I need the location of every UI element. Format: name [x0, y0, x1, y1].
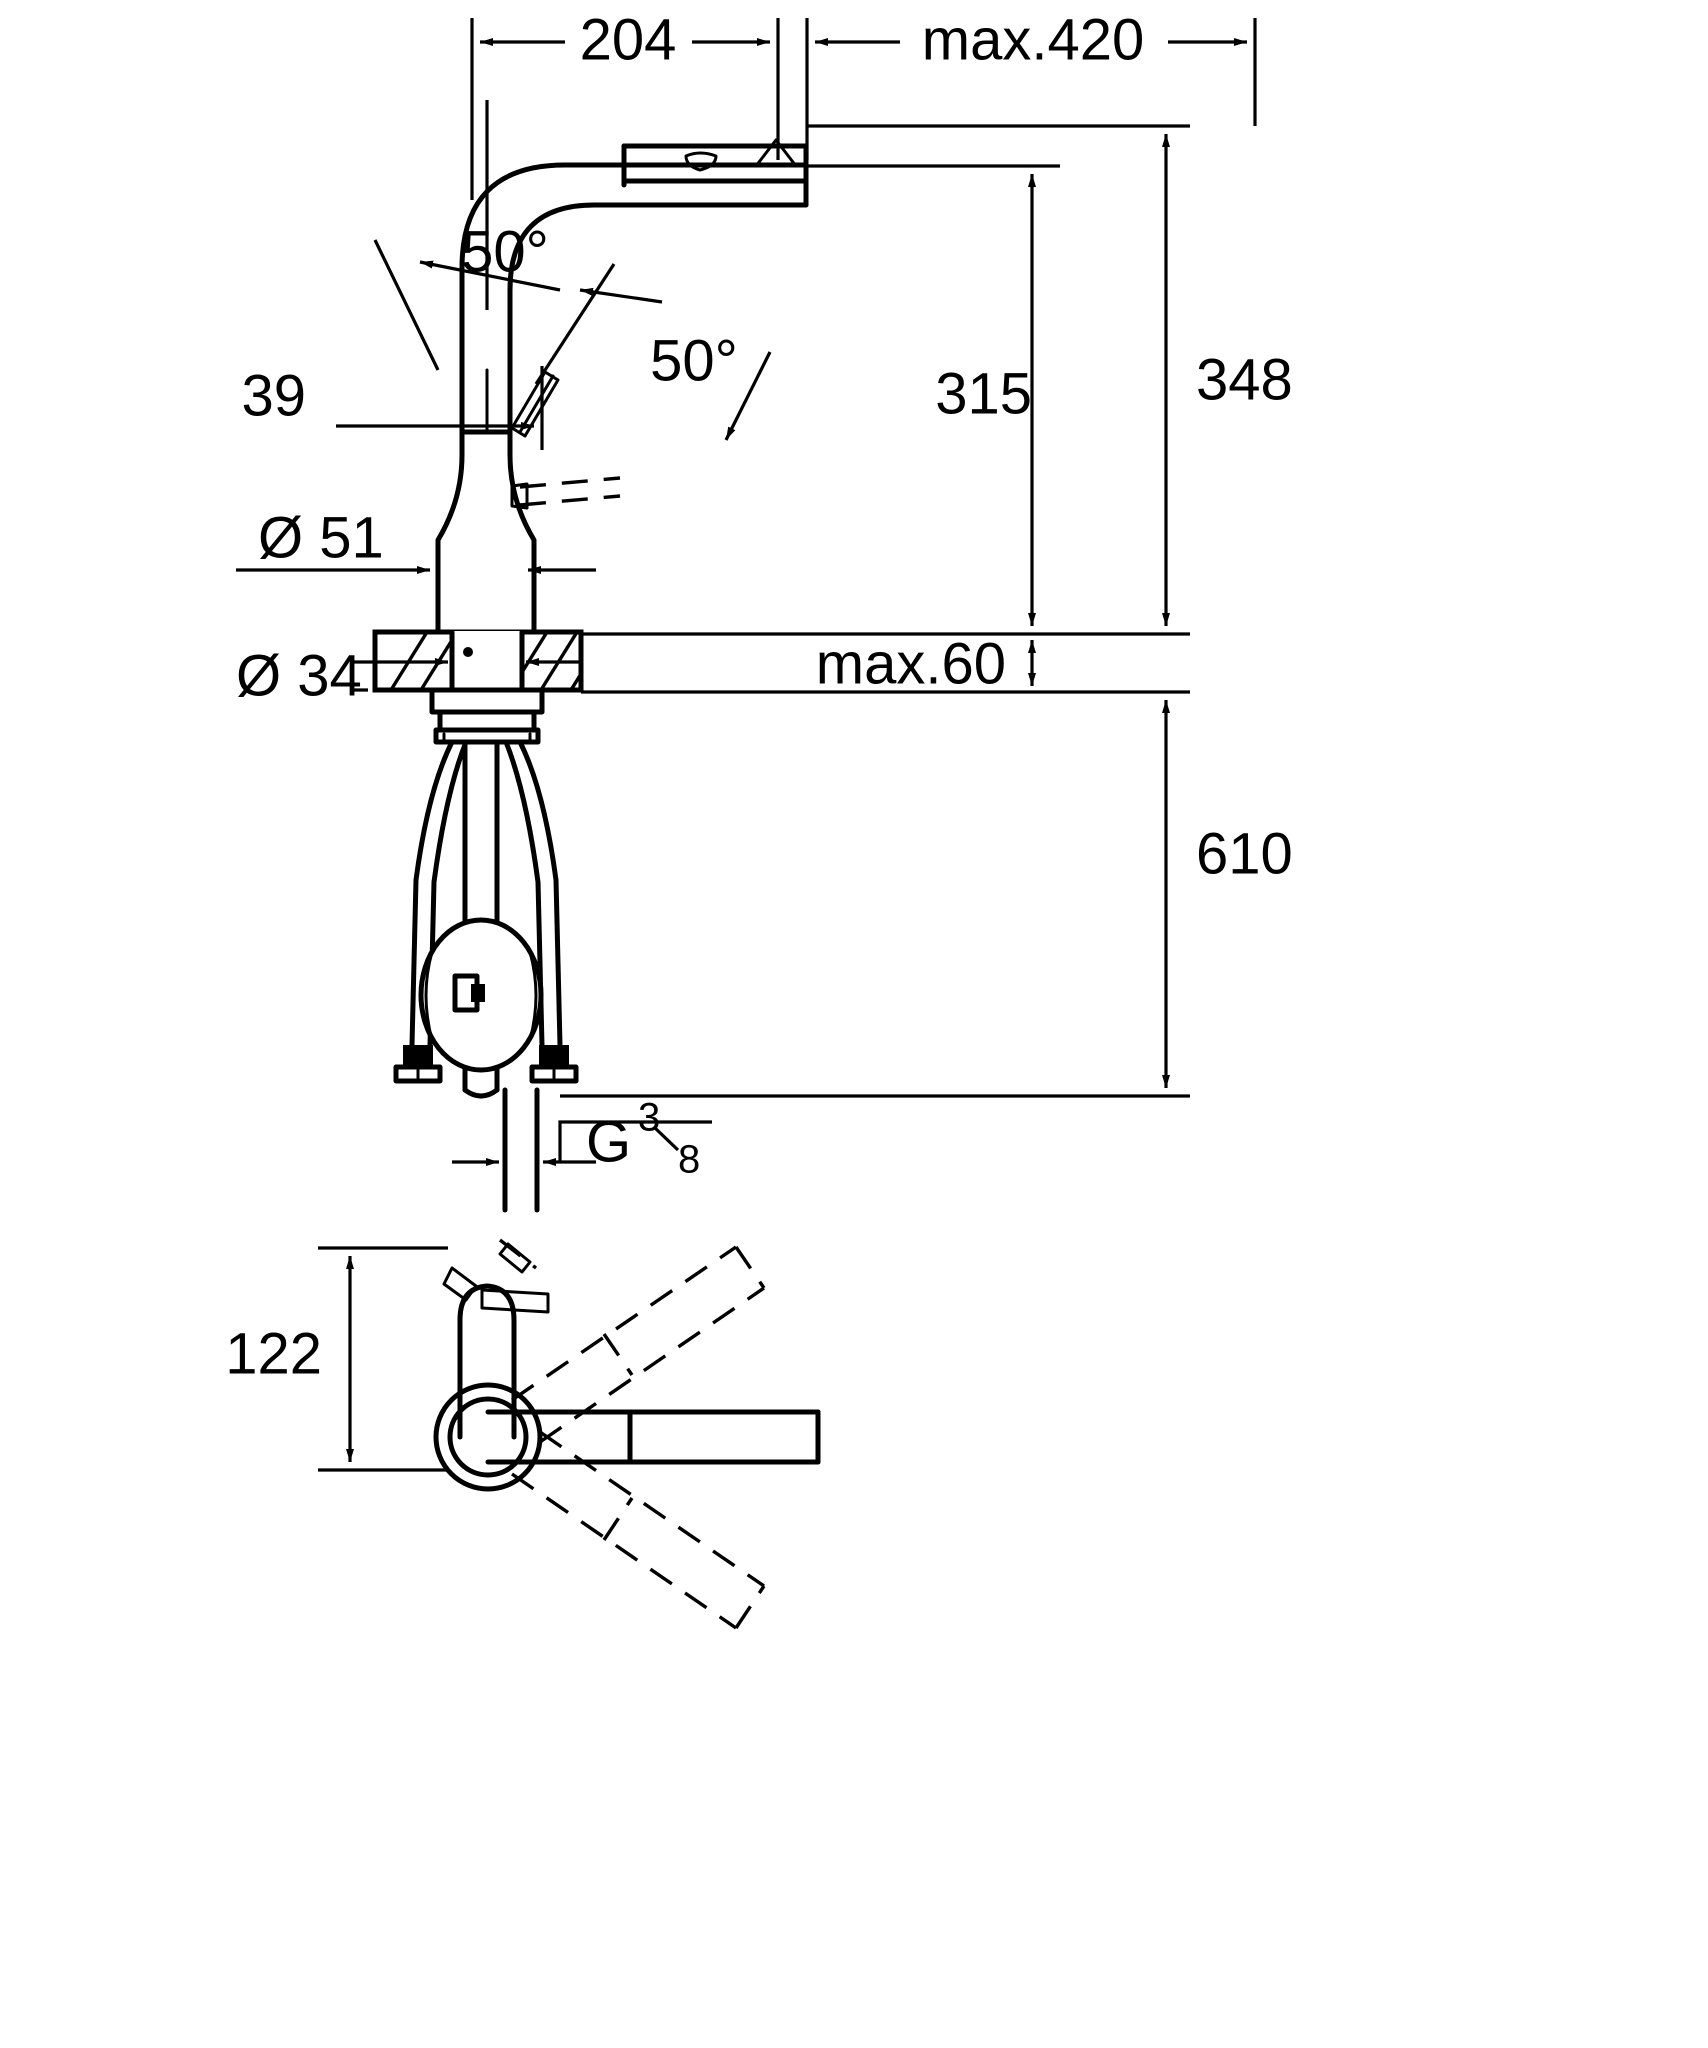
dim-label-60: max.60 [816, 631, 1006, 696]
dim-label-angle-right: 50° [650, 328, 738, 393]
hose-left-inner [427, 739, 469, 1048]
angle-left-ext [373, 239, 440, 371]
angle-right-arrow-lower [724, 351, 772, 441]
plan-column-top [457, 1283, 517, 1323]
plan-ghost-down-joint [602, 1497, 634, 1541]
plan-lever-handle [442, 1238, 550, 1314]
nut-flange [433, 727, 541, 745]
plan-base-ring-inner [447, 1396, 529, 1478]
pullout-hose-tip [462, 1087, 500, 1099]
hose-left-outer [409, 739, 455, 1048]
spray-head-body [621, 143, 809, 184]
dim-label-39: 39 [241, 363, 306, 428]
plan-view: 122 [225, 1238, 821, 1630]
angle-right-ext [534, 263, 616, 385]
counterweight-clamp-left [424, 950, 434, 1042]
plan-ghost-up-end [734, 1246, 766, 1289]
plan-lever-ghost-tip [498, 1242, 532, 1274]
lever-handle-ghost [510, 476, 621, 510]
angle-right-arrow-upper [579, 287, 663, 304]
thread-label-numerator: 3 [638, 1096, 660, 1140]
angle-dimension-group: 50° 50° [373, 219, 772, 441]
supply-hose-assembly [393, 739, 579, 1213]
dim-leader-34 [350, 662, 368, 692]
faucet-elevation-view [372, 100, 809, 1213]
plan-ghost-up-edge-b [539, 1286, 765, 1444]
hose-right-inner [503, 739, 545, 1048]
dim-label-610: 610 [1196, 821, 1293, 886]
spout-inner-profile [507, 202, 809, 435]
plan-spout-ghost-up [511, 1245, 766, 1444]
spray-head-button [684, 151, 718, 172]
fitting-left-body [403, 1045, 433, 1067]
column-right-profile [507, 429, 537, 635]
plan-ghost-down-edge-a [511, 1472, 737, 1630]
shank-opening [452, 631, 522, 691]
hose-right-outer [517, 739, 563, 1048]
plan-lever-hub [442, 1266, 478, 1302]
dim-label-348: 348 [1196, 347, 1293, 412]
dim-leader-thread [558, 1120, 712, 1162]
ghost-handle-hub [510, 482, 529, 510]
plan-ghost-up-edge-a [511, 1245, 737, 1402]
dim-label-max-reach: max.420 [922, 7, 1144, 72]
plan-ghost-up-joint [602, 1333, 634, 1376]
column-left-profile [435, 429, 465, 635]
hose-fitting-right [529, 1045, 579, 1084]
dim-label-34: Ø 34 [236, 643, 362, 708]
plan-ghost-down-edge-b [539, 1430, 765, 1588]
right-dimension-group: 315 348 max.60 610 [560, 124, 1293, 1098]
fitting-right-body [539, 1045, 569, 1067]
angle-left-arrow [419, 260, 561, 292]
plan-lever-body [480, 1288, 550, 1314]
ghost-handle-upper-edge [519, 476, 621, 489]
dim-label-122: 122 [225, 1321, 322, 1386]
pullout-spray-head [621, 138, 809, 188]
hose-fitting-left [393, 1045, 443, 1084]
left-dimension-group: 39 Ø 51 Ø 34 [236, 363, 596, 708]
dim-label-spout-reach: 204 [580, 7, 677, 72]
counterweight-clamp-right [528, 950, 538, 1042]
undercounter-assembly [429, 687, 545, 745]
thread-label-denominator: 8 [678, 1138, 700, 1182]
plan-spout-ghost-down [511, 1430, 766, 1630]
thread-label-prefix: G [586, 1109, 631, 1174]
thread-fraction-bar [653, 1126, 680, 1152]
top-dimension-group: 204 max.420 [470, 7, 1257, 200]
washer-block [429, 687, 545, 715]
counterweight-screw-head [471, 984, 485, 1002]
dim-label-315: 315 [935, 361, 1032, 426]
mounting-nut [437, 709, 537, 733]
plan-ghost-down-end [734, 1585, 766, 1629]
dim-label-angle-left: 50° [461, 219, 549, 284]
ghost-handle-lower-edge [519, 494, 621, 507]
thread-callout-group: G 3 8 [452, 1096, 712, 1190]
dim-label-51: Ø 51 [258, 505, 384, 570]
spray-head-nozzle-marker [754, 138, 798, 168]
counter-hole-marker [463, 647, 473, 657]
